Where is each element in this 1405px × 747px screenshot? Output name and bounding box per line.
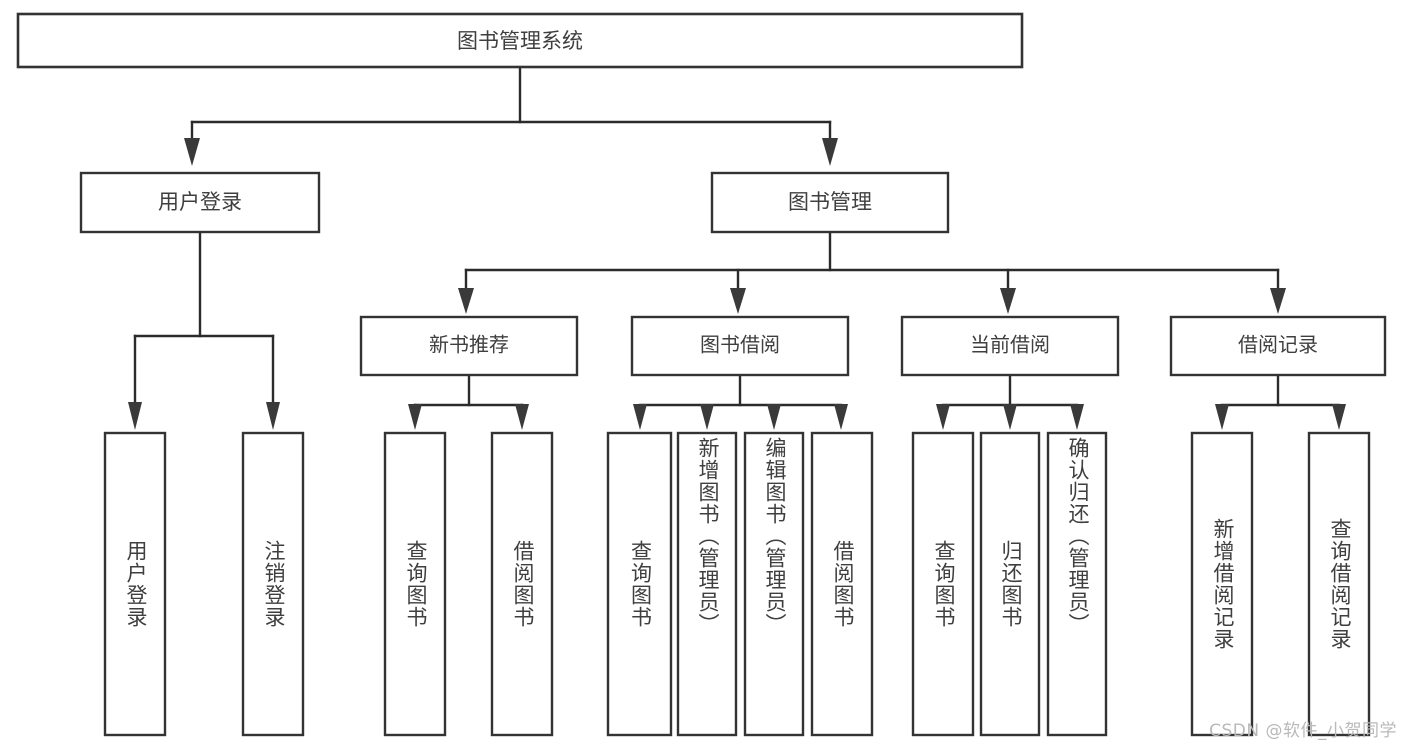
arrow-head-leaf-query-book-rec	[408, 404, 422, 430]
connector-group-root	[184, 65, 838, 166]
connector-group-user-login	[128, 230, 280, 430]
arrow-head-leaf-user-logout	[266, 402, 280, 430]
arrow-head-book-borrow	[730, 288, 746, 314]
connector-group-book-borrow	[633, 373, 848, 430]
node-user-login[interactable]: 用户登录	[79, 171, 321, 234]
node-book-borrow-label: 图书借阅	[700, 333, 780, 357]
node-current-borrow-box[interactable]	[900, 315, 1120, 377]
leaf-box-borrow-book[interactable]	[810, 431, 874, 737]
connector-group-current-borrow	[936, 373, 1084, 430]
node-borrow-record-label: 借阅记录	[1238, 333, 1318, 357]
arrow-head-leaf-add-record	[1215, 404, 1229, 430]
arrow-head-leaf-query-record	[1332, 404, 1346, 430]
leaf-box-add-book[interactable]	[676, 431, 738, 737]
arrow-head-leaf-confirm-return	[1070, 404, 1084, 430]
node-root[interactable]: 图书管理系统	[16, 12, 1024, 69]
node-borrow-record[interactable]: 借阅记录	[1169, 315, 1387, 377]
leaf-box-group	[103, 431, 1371, 737]
node-book-borrow[interactable]: 图书借阅	[630, 315, 850, 377]
arrow-head-leaf-query-book-borrow	[633, 404, 647, 430]
leaf-box-query-book-current[interactable]	[911, 431, 975, 737]
leaf-box-user-login[interactable]	[103, 431, 167, 737]
csdn-watermark: CSDN @软件_小贺同学	[1209, 721, 1397, 741]
connector-group-book-manage	[458, 230, 1286, 314]
node-new-book-recommend-label: 新书推荐	[429, 333, 509, 357]
leaf-box-query-record[interactable]	[1307, 431, 1371, 737]
arrow-head-new-book-recommend	[458, 288, 474, 314]
arrow-head-leaf-query-book-current	[936, 404, 950, 430]
connector-group-borrow-record	[1215, 373, 1346, 430]
leaf-box-user-logout[interactable]	[241, 431, 305, 737]
leaf-box-return-book[interactable]	[979, 431, 1041, 737]
arrow-head-current-borrow	[1000, 288, 1016, 314]
leaf-box-query-book-rec[interactable]	[383, 431, 447, 737]
arrow-head-borrow-record	[1270, 288, 1286, 314]
arrow-head-leaf-borrow-book	[834, 404, 848, 430]
arrow-head-leaf-user-login	[128, 402, 142, 430]
leaf-box-query-book-borrow[interactable]	[606, 431, 673, 737]
node-book-manage-label: 图书管理	[788, 190, 872, 214]
arrow-head-leaf-edit-book	[767, 404, 781, 430]
node-book-borrow-box[interactable]	[630, 315, 850, 377]
node-user-login-label: 用户登录	[158, 190, 242, 214]
node-book-manage[interactable]: 图书管理	[710, 171, 950, 234]
node-new-book-recommend[interactable]: 新书推荐	[359, 315, 579, 377]
leaf-box-add-record[interactable]	[1190, 431, 1254, 737]
node-borrow-record-box[interactable]	[1169, 315, 1387, 377]
arrow-head-leaf-add-book	[700, 404, 714, 430]
node-root-box[interactable]	[16, 12, 1024, 69]
leaf-box-borrow-book-rec[interactable]	[490, 431, 554, 737]
leaf-box-edit-book[interactable]	[743, 431, 805, 737]
arrow-head-user-login	[184, 138, 200, 166]
arrow-head-book-manage	[822, 138, 838, 166]
node-current-borrow-label: 当前借阅	[970, 333, 1050, 357]
node-root-label: 图书管理系统	[457, 29, 583, 53]
node-user-login-box[interactable]	[79, 171, 321, 234]
node-book-manage-box[interactable]	[710, 171, 950, 234]
arrow-head-leaf-return-book	[1003, 404, 1017, 430]
leaf-box-confirm-return[interactable]	[1046, 431, 1108, 737]
node-new-book-recommend-box[interactable]	[359, 315, 579, 377]
node-current-borrow[interactable]: 当前借阅	[900, 315, 1120, 377]
arrow-head-leaf-borrow-book-rec	[515, 404, 529, 430]
connector-group-new-book-recommend	[408, 373, 529, 430]
